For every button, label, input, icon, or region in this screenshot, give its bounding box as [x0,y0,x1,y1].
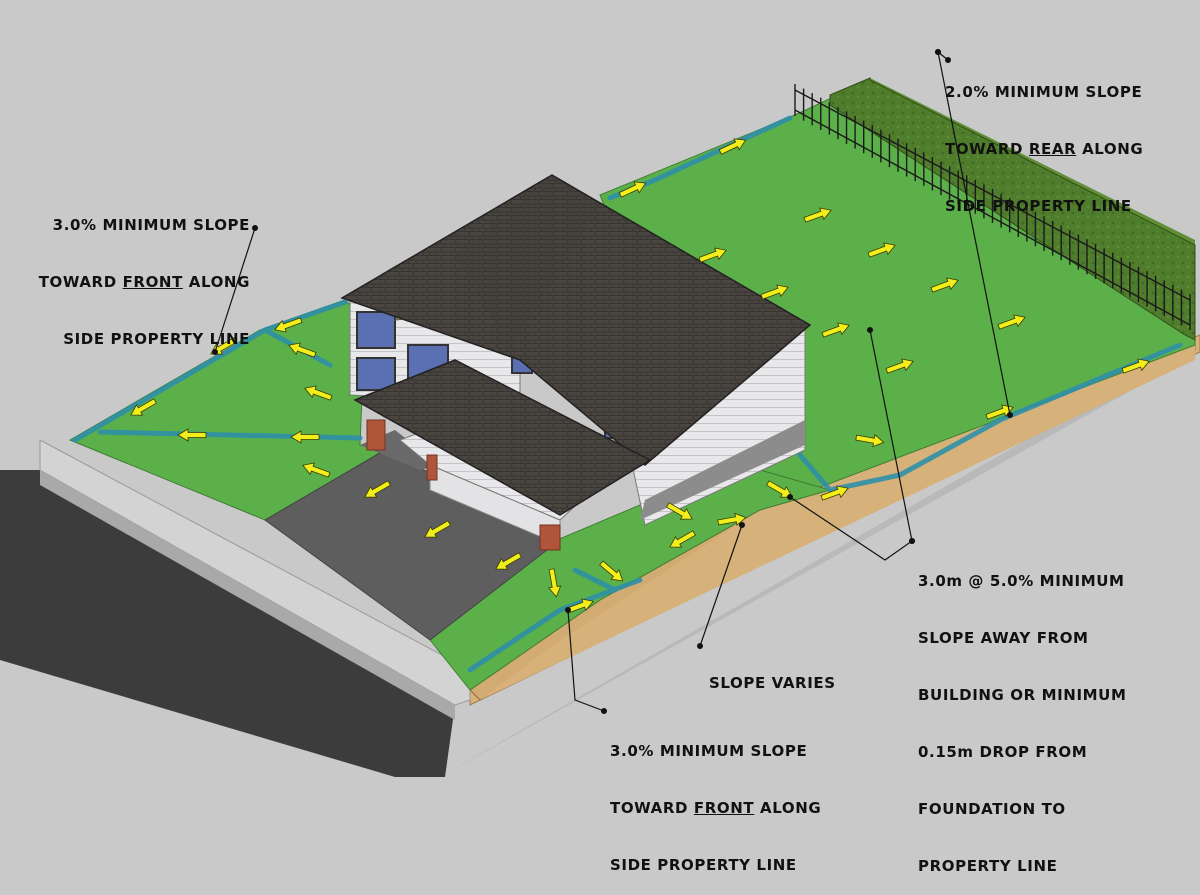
yellow-drainage-arrow-icon [867,242,896,258]
yellow-drainage-arrow-icon [130,398,157,416]
callout-front-slope-left: 3.0% MINIMUM SLOPE TOWARD FRONT ALONG SI… [30,178,250,368]
callout-leader-dot-icon [697,643,703,649]
callout-emphasis: FRONT [122,273,183,291]
callout-line: PROPERTY LINE [918,857,1058,875]
callout-leader-dot-icon [935,49,941,55]
callout-text: TOWARD [945,140,1029,158]
callout-leader-dot-icon [909,538,915,544]
callout-leader-dot-icon [601,708,607,714]
callout-leader-dot-icon [565,607,571,613]
yellow-drainage-arrow-icon [885,358,914,374]
yellow-drainage-arrow-icon [766,480,793,498]
callout-leader-line [869,329,913,542]
drainage-swales [72,115,1183,673]
callout-line: SIDE PROPERTY LINE [945,197,1132,215]
yellow-drainage-arrow-icon [997,314,1026,330]
yellow-drainage-arrow-icon [820,485,849,501]
callout-rear-slope: 2.0% MINIMUM SLOPE TOWARD REAR ALONG SID… [945,45,1143,235]
yellow-drainage-arrow-icon [304,385,333,401]
yellow-drainage-arrow-icon [618,181,647,198]
iron-fence [794,84,1191,330]
callout-leader-line [567,609,605,712]
yellow-drainage-arrow-icon [855,434,885,448]
callout-leader-dot-icon [945,57,951,63]
soil-slope [480,345,1195,700]
callout-text: TOWARD [610,799,694,817]
yellow-drainage-arrow-icon [424,520,451,538]
yellow-drainage-arrow-icon [930,277,959,293]
callout-line: TOWARD FRONT ALONG [610,799,821,818]
yellow-drainage-arrow-icon [288,342,317,358]
callout-line: TOWARD FRONT ALONG [30,273,250,292]
yellow-drainage-arrow-icon [698,247,727,263]
callout-leader-dot-icon [787,494,793,500]
callout-leader-dot-icon [739,522,745,528]
callout-leader-line [789,496,913,561]
lot-grading-illustration [0,49,1200,777]
callout-line: SLOPE AWAY FROM [918,629,1089,647]
callout-leader-line [214,227,256,353]
callout-front-slope-bottom: 3.0% MINIMUM SLOPE TOWARD FRONT ALONG SI… [610,704,821,894]
house [340,174,812,551]
yellow-drainage-arrow-icon [290,430,320,444]
callout-emphasis: FRONT [693,799,755,817]
yellow-drainage-arrow-icon [666,502,693,520]
callout-leader-dot-icon [252,225,258,231]
callout-line: BUILDING OR MINIMUM [918,686,1127,704]
yellow-drainage-arrow-icon [718,138,747,155]
callout-line: 0.15m DROP FROM [918,743,1088,761]
callout-emphasis: REAR [1028,140,1077,158]
yellow-drainage-arrow-icon [821,322,850,338]
yellow-drainage-arrow-icon [364,480,391,498]
yellow-drainage-arrow-icon [565,598,594,614]
yellow-drainage-arrow-icon [669,530,696,548]
yellow-drainage-arrow-icon [599,560,624,582]
callout-text: ALONG [1076,140,1144,158]
road [0,470,455,777]
callout-text: ALONG [754,799,822,817]
yellow-drainage-arrow-icon [717,512,747,526]
side-yard-lawn [429,469,832,691]
callout-leader-line [699,524,743,647]
callout-leader-dot-icon [1007,412,1013,418]
callout-line: FOUNDATION TO [918,800,1066,818]
yellow-drainage-arrow-icon [760,284,789,300]
callout-line: 3.0% MINIMUM SLOPE [52,216,250,234]
yellow-drainage-arrow-icon [302,462,331,478]
curb [40,470,455,720]
yellow-drainage-arrow-icon [495,552,522,570]
callout-slope-varies: SLOPE VARIES [709,636,836,712]
callout-line: TOWARD REAR ALONG [945,140,1143,159]
yellow-drainage-arrow-icon [803,207,832,223]
yellow-drainage-arrow-icon [177,428,207,442]
callout-line: SIDE PROPERTY LINE [610,856,797,874]
callout-line: 3.0% MINIMUM SLOPE [610,742,808,760]
yellow-drainage-arrow-icon [1121,358,1150,374]
callout-leader-dot-icon [212,349,218,355]
callout-text: ALONG [182,273,250,291]
callout-leader-dot-icon [867,327,873,333]
callout-leader-line [937,51,1011,416]
sidewalk [39,439,471,706]
callout-line: 2.0% MINIMUM SLOPE [945,83,1143,101]
callout-line: 3.0m @ 5.0% MINIMUM [918,572,1125,590]
callout-building-slope: 3.0m @ 5.0% MINIMUM SLOPE AWAY FROM BUIL… [918,534,1126,895]
callout-line: SLOPE VARIES [709,674,836,692]
callout-text: TOWARD [38,273,123,291]
lot-grading-diagram [0,49,1200,777]
callout-line: SIDE PROPERTY LINE [63,330,250,348]
yellow-drainage-arrow-icon [274,317,303,333]
yellow-drainage-arrow-icon [548,568,562,598]
